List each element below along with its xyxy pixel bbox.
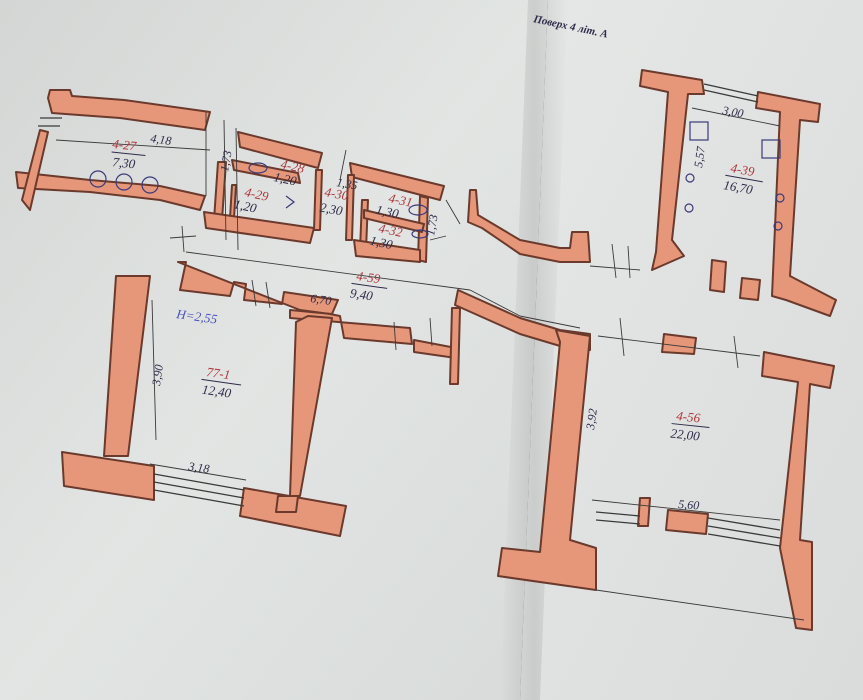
dimension-label: 4,18 [150, 131, 173, 148]
room-4-56: 4-56 22,00 [670, 408, 710, 444]
stove-icon [761, 139, 781, 159]
dimension-label: 3,18 [187, 459, 211, 476]
room-4-27: 4-27 7,30 [111, 136, 146, 172]
room-area: 1,20 [273, 169, 299, 189]
sink-icon [141, 176, 159, 194]
room-number: 4-32 [377, 220, 404, 240]
room-number: 4-29 [243, 184, 270, 204]
dimension-label: 5,60 [678, 497, 700, 512]
room-area: 22,00 [670, 426, 701, 444]
ceiling-height-label: H=2,55 [175, 306, 219, 327]
toilet-icon [248, 162, 268, 174]
fixture-icon [775, 193, 785, 203]
room-4-59: 4-59 9,40 [349, 268, 388, 303]
toilet-icon [411, 229, 429, 239]
room-number: 4-39 [729, 160, 756, 179]
room-area: 1,20 [233, 196, 259, 216]
toilet-icon [408, 204, 428, 216]
room-number: 4-56 [676, 408, 702, 425]
dimension-label: 1,73 [217, 149, 234, 172]
stove-icon [689, 121, 709, 141]
walls [15, 69, 837, 631]
room-77-1: 77-1 12,40 [201, 364, 242, 401]
room-number: 4-28 [279, 156, 306, 176]
urinal-icon [285, 195, 295, 209]
room-number: 4-31 [387, 190, 413, 210]
room-area: 16,70 [722, 177, 754, 197]
room-number: 77-1 [206, 364, 232, 382]
room-number: 4-59 [356, 268, 382, 286]
room-4-29: 4-29 1,20 [233, 184, 271, 216]
dimension-label: 1,73 [423, 213, 440, 236]
room-area: 1,30 [375, 202, 401, 222]
room-number: 4-30 [323, 184, 350, 203]
dimension-label: 3,90 [149, 364, 166, 388]
dimension-label: 5,57 [691, 145, 708, 169]
room-4-39: 4-39 16,70 [722, 160, 763, 197]
room-number: 4-27 [112, 136, 138, 153]
sink-icon [89, 170, 107, 188]
fixture-icon [773, 221, 783, 231]
fixture-icon [684, 203, 694, 213]
room-area: 12,40 [201, 382, 233, 401]
dimensions: 4,18 1,73 1,35 1,73 6,70 3,90 3,18 3,00 … [149, 103, 745, 512]
dimension-label: 6,70 [310, 291, 333, 308]
room-4-30: 4-30 2,30 [319, 184, 350, 219]
fixture-icon [685, 173, 695, 183]
room-area: 9,40 [349, 285, 374, 303]
fixtures [89, 121, 785, 239]
drawing-lines [38, 83, 805, 621]
room-area: 7,30 [112, 154, 137, 171]
dimension-label: 3,92 [583, 408, 600, 432]
room-area: 1,30 [369, 233, 395, 253]
dimension-label: 3,00 [720, 103, 744, 121]
sink-icon [115, 173, 133, 191]
room-4-28: 4-28 1,20 [273, 156, 307, 189]
room-area: 2,30 [319, 200, 345, 219]
dimension-label: 1,35 [335, 175, 358, 192]
room-4-32: 4-32 1,30 [369, 220, 405, 253]
room-4-31: 4-31 1,30 [375, 190, 414, 222]
